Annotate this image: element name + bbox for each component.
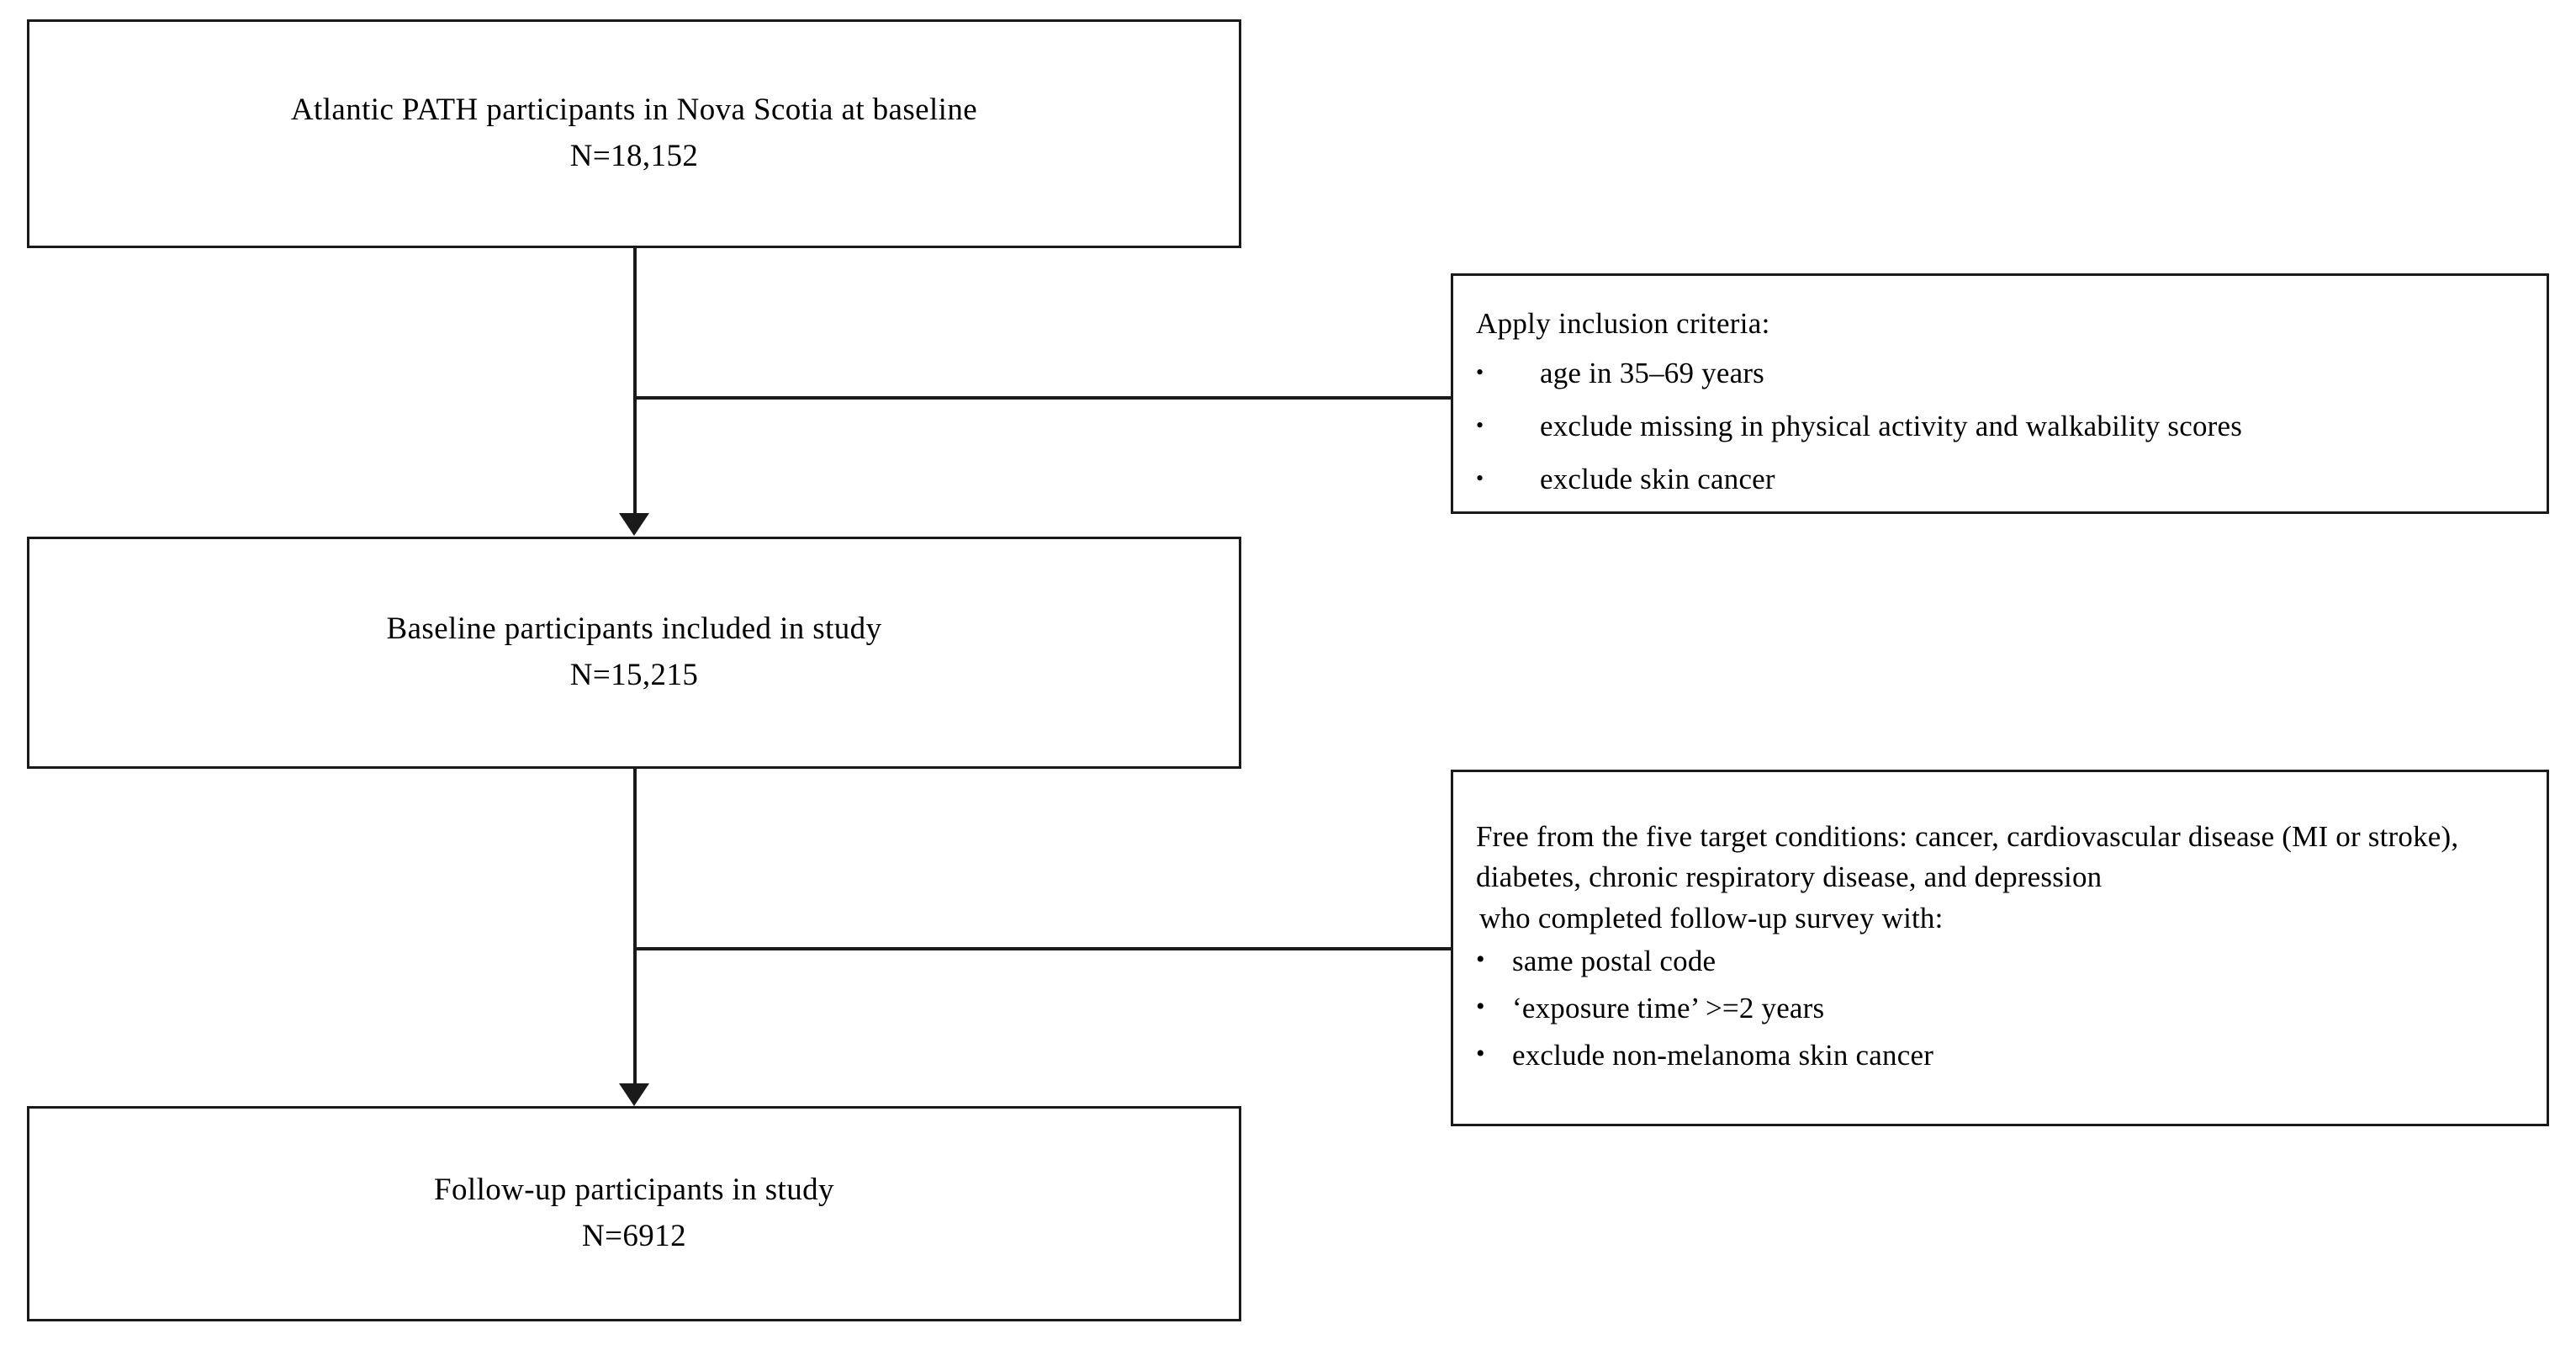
- baseline-population-title: Atlantic PATH participants in Nova Scoti…: [290, 93, 978, 128]
- bullet-icon: •: [1476, 992, 1485, 1020]
- list-item-label: exclude skin cancer: [1540, 463, 1775, 495]
- criteria-box-inclusion: Apply inclusion criteria: • age in 35–69…: [1451, 273, 2549, 514]
- baseline-included-count: N=15,215: [569, 658, 699, 692]
- followup-criteria-subheading: who completed follow-up survey with:: [1479, 901, 1944, 934]
- list-item: • ‘exposure time’ >=2 years: [1476, 991, 2530, 1026]
- bullet-icon: •: [1476, 945, 1485, 973]
- list-item-label: ‘exposure time’ >=2 years: [1512, 991, 1825, 1024]
- followup-included-title: Follow-up participants in study: [434, 1173, 834, 1208]
- list-item: • exclude skin cancer: [1476, 462, 2530, 497]
- arrowhead-down-icon-2: [619, 1083, 649, 1106]
- connector-branch-to-followup-criteria: [635, 947, 1452, 950]
- list-item-label: exclude missing in physical activity and…: [1540, 410, 2243, 442]
- inclusion-criteria-content: Apply inclusion criteria: • age in 35–69…: [1476, 306, 2530, 515]
- followup-included-count: N=6912: [582, 1219, 686, 1253]
- flow-box-baseline-population: Atlantic PATH participants in Nova Scoti…: [27, 19, 1241, 248]
- bullet-icon: •: [1476, 413, 1484, 437]
- list-item: • same postal code: [1476, 944, 2530, 979]
- connector-branch-to-inclusion-criteria: [635, 396, 1452, 400]
- bullet-icon: •: [1476, 1039, 1485, 1067]
- flow-box-baseline-included: Baseline participants included in study …: [27, 537, 1241, 769]
- list-item: • age in 35–69 years: [1476, 356, 2530, 391]
- criteria-box-followup: Free from the five target conditions: ca…: [1451, 770, 2549, 1126]
- followup-criteria-content: Free from the five target conditions: ca…: [1476, 817, 2530, 1085]
- followup-criteria-list: • same postal code • ‘exposure time’ >=2…: [1476, 944, 2530, 1073]
- list-item: • exclude non-melanoma skin cancer: [1476, 1038, 2530, 1073]
- flow-box-followup-included: Follow-up participants in study N=6912: [27, 1106, 1241, 1321]
- bullet-icon: •: [1476, 466, 1484, 490]
- baseline-population-count: N=18,152: [569, 139, 699, 173]
- inclusion-criteria-list: • age in 35–69 years • exclude missing i…: [1476, 356, 2530, 497]
- arrowhead-down-icon-1: [619, 513, 649, 536]
- connector-arrow-baseline-to-included: [633, 248, 637, 516]
- list-item-label: exclude non-melanoma skin cancer: [1512, 1038, 1934, 1072]
- list-item-label: age in 35–69 years: [1540, 357, 1764, 389]
- baseline-included-title: Baseline participants included in study: [386, 611, 882, 647]
- list-item: • exclude missing in physical activity a…: [1476, 409, 2530, 444]
- list-item-label: same postal code: [1512, 944, 1716, 977]
- connector-arrow-included-to-followup: [633, 769, 637, 1085]
- bullet-icon: •: [1476, 360, 1484, 384]
- followup-criteria-paragraph: Free from the five target conditions: ca…: [1476, 820, 2459, 894]
- inclusion-criteria-heading: Apply inclusion criteria:: [1476, 307, 1770, 340]
